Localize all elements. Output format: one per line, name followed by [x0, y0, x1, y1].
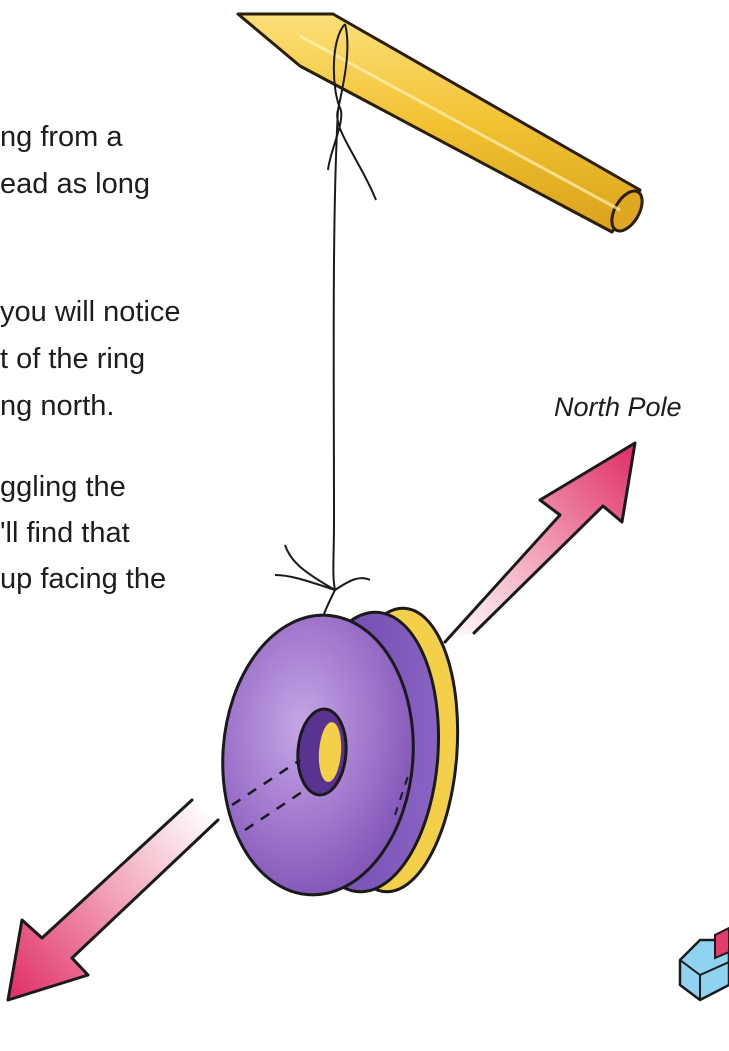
magnet-corner: [678, 926, 729, 1002]
text-line-5: ng north.: [0, 390, 115, 422]
south-arrow: [6, 798, 220, 1002]
rod: [236, 12, 644, 234]
text-line-8: up facing the: [0, 563, 167, 595]
text-line-7: 'll find that: [0, 517, 130, 549]
text-line-4: t of the ring: [0, 343, 146, 375]
text-line-2: ead as long: [0, 168, 150, 200]
text-line-1: ng from a: [0, 121, 123, 153]
ring-magnet: [221, 606, 460, 897]
north-arrow: [443, 441, 637, 644]
north-pole-label: North Pole: [554, 392, 682, 422]
text-line-3: you will notice: [0, 296, 181, 328]
text-line-6: ggling the: [0, 471, 126, 503]
